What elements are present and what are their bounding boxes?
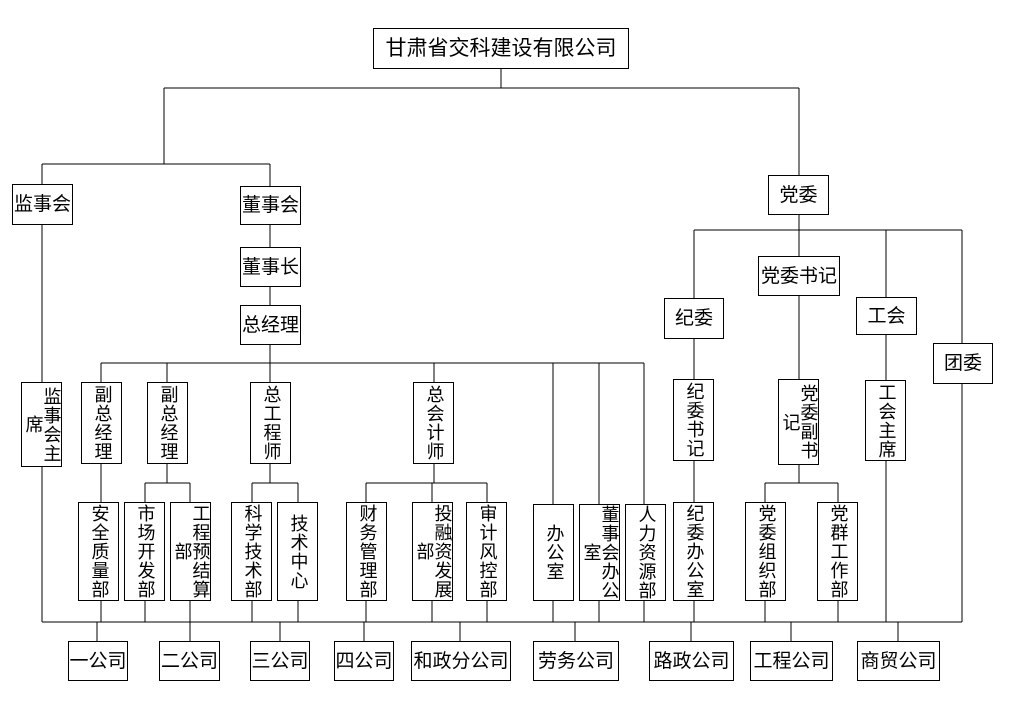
subsidiary-3-label: 三公司 xyxy=(251,649,309,672)
dept-sci-tech: 科学技术部 xyxy=(231,502,272,601)
subsidiary-8-label: 工程公司 xyxy=(753,649,830,672)
union-box: 工会 xyxy=(856,297,917,335)
dept-board-office: 董事会办公室 xyxy=(579,504,620,601)
party-committee-label: 党委 xyxy=(779,183,818,206)
general-manager-label: 总经理 xyxy=(241,313,299,336)
dept-tech-center-label: 技术中心 xyxy=(287,513,309,590)
party-organization-box: 党委组织部 xyxy=(745,502,786,601)
subsidiary-2: 二公司 xyxy=(159,641,220,681)
discipline-secretary-box: 纪委书记 xyxy=(673,379,714,461)
company-title: 甘肃省交科建设有限公司 xyxy=(385,36,617,60)
deputy-gm-2-label: 副总经理 xyxy=(157,385,179,461)
dept-safety-quality-label: 安全质量部 xyxy=(88,504,110,599)
subsidiary-1-label: 一公司 xyxy=(69,649,127,672)
subsidiary-8: 工程公司 xyxy=(750,641,833,681)
board-label: 董事会 xyxy=(241,194,299,216)
dept-market-dev-label: 市场开发部 xyxy=(134,504,156,599)
union-chair-label: 工会主席 xyxy=(875,382,897,459)
subsidiary-1: 一公司 xyxy=(68,641,128,681)
party-secretary-label: 党委书记 xyxy=(760,264,837,287)
deputy-gm-2-box: 副总经理 xyxy=(147,382,188,464)
subsidiary-9: 商贸公司 xyxy=(857,641,940,681)
party-organization-label: 党委组织部 xyxy=(755,504,777,599)
subsidiary-5-label: 和政分公司 xyxy=(413,649,509,672)
company-title-box: 甘肃省交科建设有限公司 xyxy=(373,28,629,69)
dept-hr-label: 人力资源部 xyxy=(635,505,657,600)
dept-sci-tech-label: 科学技术部 xyxy=(241,504,263,599)
deputy-secretary-box: 党委副书记 xyxy=(778,379,819,465)
dept-finance-label: 财务管理部 xyxy=(356,504,378,599)
dept-investment: 投融资发展部 xyxy=(412,502,453,601)
general-manager-box: 总经理 xyxy=(240,305,301,345)
supervisory-chair-box: 监事会主席 xyxy=(21,382,62,467)
subsidiary-7-label: 路政公司 xyxy=(653,649,730,672)
discipline-office-label: 纪委办公室 xyxy=(683,504,705,599)
dept-budget-label: 工程预结算部 xyxy=(171,504,211,599)
subsidiary-7: 路政公司 xyxy=(649,641,734,681)
mass-work-box: 党群工作部 xyxy=(817,502,858,601)
dept-audit-risk: 审计风控部 xyxy=(466,502,507,601)
discipline-box: 纪委 xyxy=(664,298,724,339)
dept-office-label: 办公室 xyxy=(543,524,565,581)
subsidiary-5: 和政分公司 xyxy=(411,641,511,681)
dept-safety-quality: 安全质量部 xyxy=(78,502,119,601)
subsidiary-9-label: 商贸公司 xyxy=(860,649,937,672)
mass-work-label: 党群工作部 xyxy=(827,504,849,599)
union-chair-box: 工会主席 xyxy=(865,380,906,461)
chief-engineer-box: 总工程师 xyxy=(250,382,291,464)
chairman-box: 董事长 xyxy=(240,247,301,287)
subsidiary-6: 劳务公司 xyxy=(533,641,619,681)
party-committee-box: 党委 xyxy=(768,175,829,215)
supervisory-board-label: 监事会 xyxy=(13,193,71,215)
dept-office: 办公室 xyxy=(533,504,574,601)
discipline-office-box: 纪委办公室 xyxy=(673,502,714,601)
subsidiary-4-label: 四公司 xyxy=(335,649,393,672)
supervisory-board-box: 监事会 xyxy=(12,184,73,225)
chief-accountant-box: 总会计师 xyxy=(413,382,454,464)
chief-engineer-label: 总工程师 xyxy=(260,385,282,461)
subsidiary-6-label: 劳务公司 xyxy=(537,649,614,672)
dept-tech-center: 技术中心 xyxy=(277,502,318,601)
deputy-gm-1-box: 副总经理 xyxy=(81,382,122,464)
dept-finance: 财务管理部 xyxy=(346,502,387,601)
discipline-label: 纪委 xyxy=(674,307,713,329)
dept-audit-risk-label: 审计风控部 xyxy=(476,504,498,599)
dept-market-dev: 市场开发部 xyxy=(124,502,165,601)
chief-accountant-label: 总会计师 xyxy=(423,385,445,461)
board-box: 董事会 xyxy=(240,186,301,225)
youth-league-label: 团委 xyxy=(943,352,982,374)
subsidiary-2-label: 二公司 xyxy=(160,649,218,672)
party-secretary-box: 党委书记 xyxy=(758,256,840,296)
dept-hr: 人力资源部 xyxy=(625,504,666,601)
youth-league-box: 团委 xyxy=(933,343,993,384)
supervisory-chair-label: 监事会主席 xyxy=(22,386,62,463)
deputy-secretary-label: 党委副书记 xyxy=(779,384,819,460)
union-label: 工会 xyxy=(867,304,906,327)
subsidiary-3: 三公司 xyxy=(250,641,310,681)
chairman-label: 董事长 xyxy=(241,255,299,278)
deputy-gm-1-label: 副总经理 xyxy=(91,385,113,461)
dept-investment-label: 投融资发展部 xyxy=(413,504,453,599)
dept-budget: 工程预结算部 xyxy=(170,502,211,601)
subsidiary-4: 四公司 xyxy=(334,641,394,681)
dept-board-office-label: 董事会办公室 xyxy=(580,505,620,600)
discipline-secretary-label: 纪委书记 xyxy=(683,382,705,458)
